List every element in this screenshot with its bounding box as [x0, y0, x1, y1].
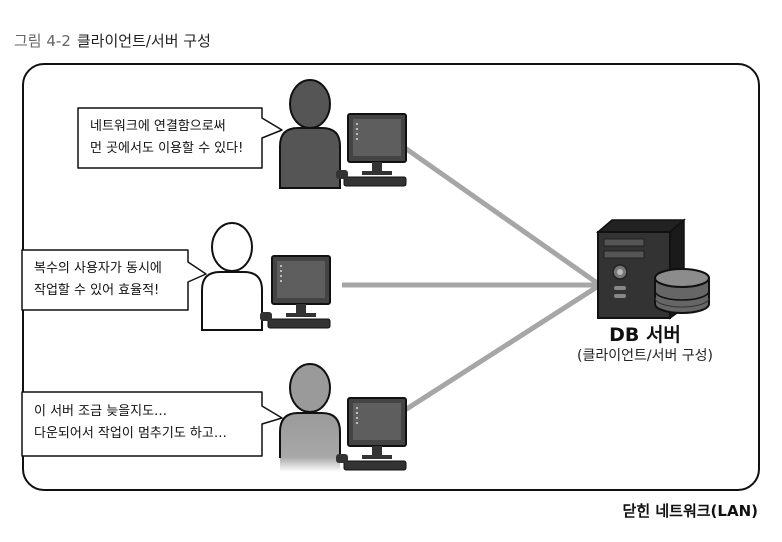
speech-bubble-2	[21, 249, 207, 311]
person-icon-1	[279, 79, 341, 189]
connection-lines	[342, 145, 602, 413]
figure-caption: 그림 4-2 클라이언트/서버 구성	[14, 30, 211, 51]
figure-title: 클라이언트/서버 구성	[76, 32, 211, 50]
speech-text-2-line-2: 작업할 수 있어 효율적!	[34, 283, 160, 298]
speech-text-2-line-1: 복수의 사용자가 동시에	[34, 261, 162, 276]
server-title: DB 서버	[609, 324, 681, 346]
connection-line-client-3	[403, 282, 602, 413]
speech-bubble-1	[77, 107, 283, 169]
speech-text-3: 이 서버 조금 늦을지도… 다운되어서 작업이 멈추기도 하고…	[34, 401, 227, 445]
server-subtitle: (클라이언트/서버 구성)	[576, 348, 713, 364]
computer-icon-1	[336, 113, 407, 187]
figure-number: 그림 4-2	[14, 32, 71, 50]
speech-text-2: 복수의 사용자가 동시에 작업할 수 있어 효율적!	[34, 258, 162, 302]
speech-text-1: 네트워크에 연결함으로써 먼 곳에서도 이용할 수 있다!	[90, 116, 243, 160]
computer-icon-2	[260, 255, 331, 329]
computer-icon-3	[336, 397, 407, 471]
network-label: 닫힌 네트워크(LAN)	[622, 502, 758, 520]
speech-text-1-line-1: 네트워크에 연결함으로써	[90, 119, 226, 134]
connection-line-client-1	[403, 145, 602, 288]
speech-bubble-3	[21, 391, 283, 457]
speech-text-3-line-2: 다운되어서 작업이 멈추기도 하고…	[34, 426, 227, 441]
speech-text-1-line-2: 먼 곳에서도 이용할 수 있다!	[90, 141, 244, 156]
database-icon	[654, 268, 710, 314]
person-icon-2	[201, 222, 263, 331]
speech-text-3-line-1: 이 서버 조금 늦을지도…	[34, 404, 168, 419]
server-label: DB 서버 (클라이언트/서버 구성)	[560, 323, 730, 365]
person-icon-3	[279, 363, 341, 472]
